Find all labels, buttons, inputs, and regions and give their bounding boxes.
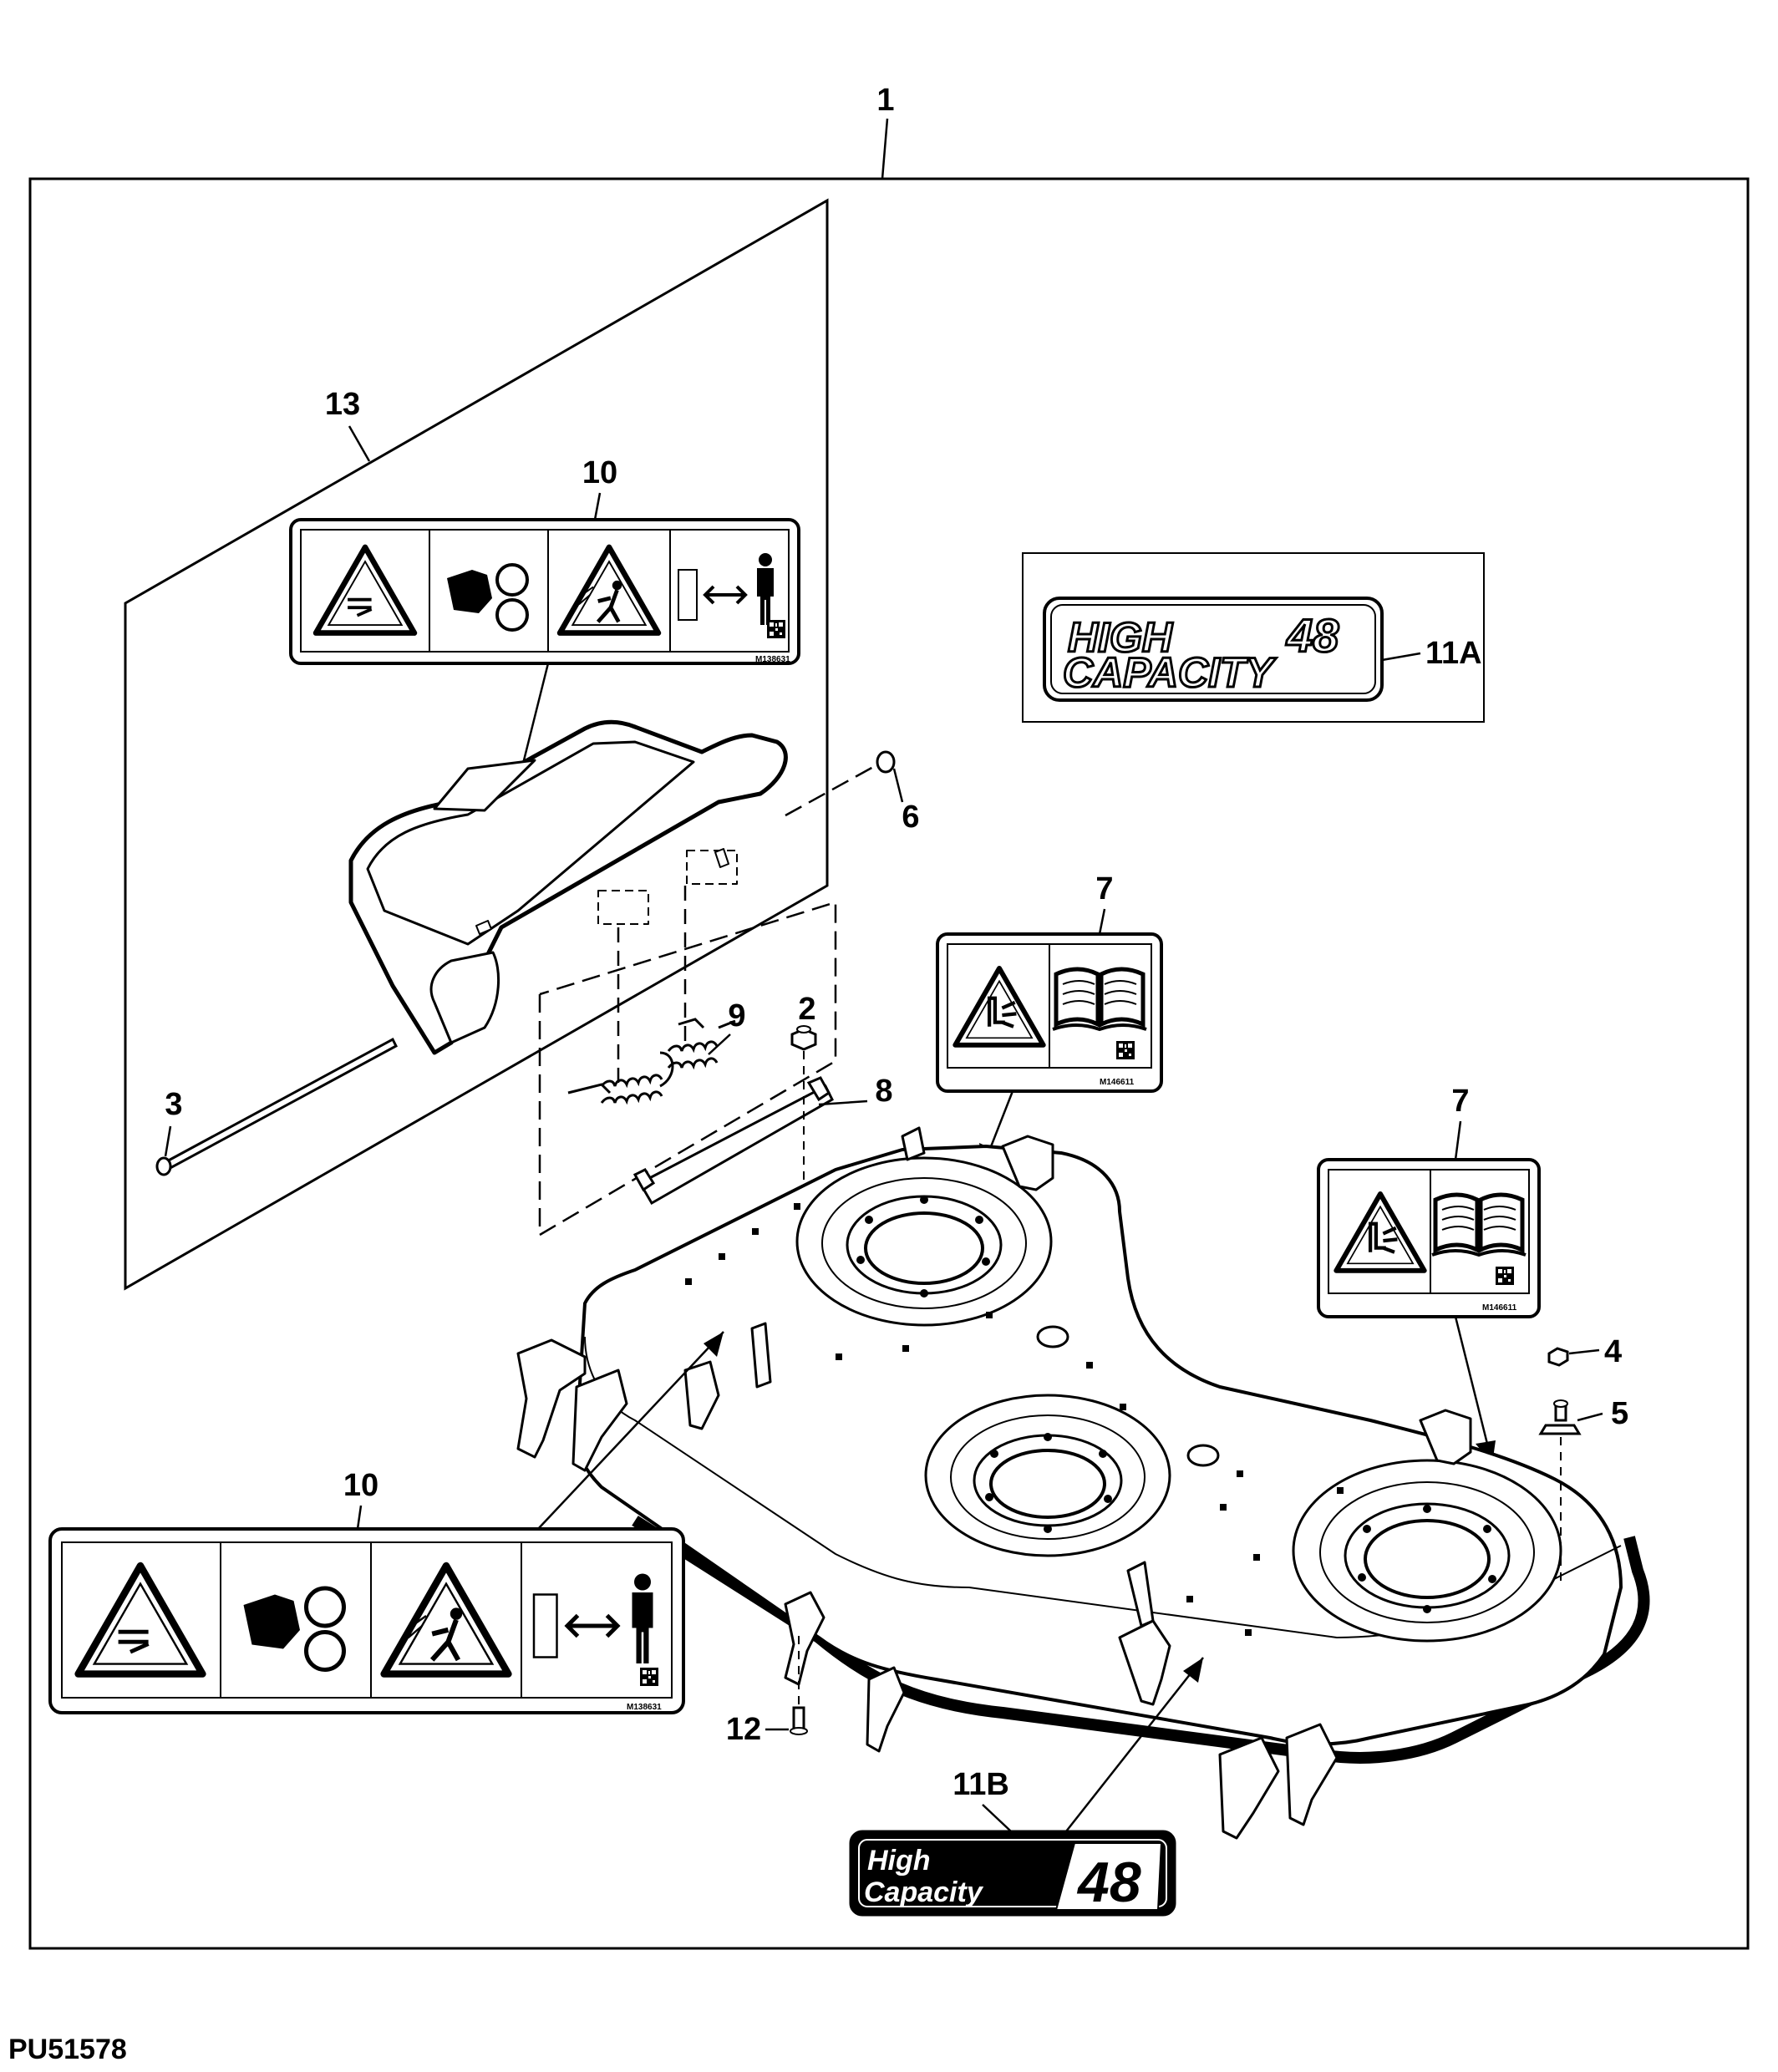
callout-2: 2: [798, 992, 815, 1027]
decal-11b: High Capacity 48: [849, 1830, 1176, 1917]
safety-decal-10-upper: M138631: [289, 518, 800, 665]
thrown-object-warning-icon: [560, 547, 658, 633]
decal-11a-line2: CAPACITY: [1063, 649, 1278, 696]
operator-manual-book-icon: [1052, 967, 1147, 1032]
decal-11a: HIGH 48 CAPACITY: [1043, 597, 1384, 702]
decal-11b-number: 48: [1076, 1851, 1141, 1914]
decal-11b-line2: Capacity: [864, 1876, 984, 1908]
callout-8: 8: [875, 1074, 892, 1109]
decal-11a-line1: HIGH: [1068, 614, 1173, 661]
blade-cut-warning-icon: [1336, 1194, 1424, 1271]
callout-10-lower: 10: [343, 1468, 378, 1503]
operator-manual-book-icon: [1431, 1192, 1527, 1257]
deck-brackets: [516, 1126, 1472, 1840]
callout-5: 5: [1611, 1396, 1628, 1431]
spring-bracket: [632, 1076, 834, 1206]
thrown-object-warning-icon: [384, 1566, 509, 1674]
decal-code-upper: M138631: [755, 655, 790, 664]
blade-cut-warning-icon: [955, 968, 1043, 1045]
figure-id: PU51578: [8, 2034, 127, 2065]
hand-entanglement-icon: [243, 1586, 346, 1672]
warning-triangle-icon: [316, 547, 414, 633]
callout-11b: 11B: [952, 1767, 1009, 1802]
hand-entanglement-icon: [447, 563, 529, 632]
blade-housing-center: [924, 1394, 1171, 1557]
pivot-bushing-5: [1538, 1399, 1582, 1435]
callout-11a: 11A: [1425, 636, 1482, 671]
hinge-clip: [876, 750, 896, 774]
callout-3: 3: [165, 1087, 182, 1122]
keep-distance-person-icon: [678, 553, 774, 625]
mower-deck: [575, 1145, 1650, 1764]
warning-triangle-icon: [79, 1566, 203, 1674]
spring-dashed-outline: [538, 901, 837, 1237]
hex-nut-4: [1547, 1347, 1569, 1367]
safety-decal-7-left: M146611: [936, 932, 1163, 1093]
kit-13-panel: [124, 198, 829, 1291]
torsion-springs: [567, 1018, 736, 1105]
bolt-12: [790, 1706, 808, 1735]
decal-code-7-right: M146611: [1482, 1303, 1517, 1313]
flange-nut: [790, 1025, 817, 1051]
callout-4: 4: [1604, 1334, 1622, 1369]
safety-decal-10-lower: M138631: [48, 1527, 685, 1714]
callout-7-left: 7: [1095, 871, 1113, 906]
callout-6: 6: [902, 800, 919, 835]
hinge-rod: [155, 1037, 398, 1176]
decal-11a-frame: [1022, 552, 1485, 723]
decal-11b-line1: High: [867, 1845, 931, 1876]
grass-chute: [348, 719, 788, 1055]
keep-distance-person-icon: [532, 1573, 653, 1663]
callout-13: 13: [325, 387, 360, 422]
main-frame: [28, 177, 1750, 1950]
decal-code-7-left: M146611: [1100, 1078, 1135, 1087]
decal-11a-number: 48: [1286, 609, 1339, 662]
callout-12: 12: [726, 1712, 761, 1747]
callout-10-upper: 10: [582, 455, 617, 490]
blade-housing-left: [795, 1156, 1053, 1327]
callout-1: 1: [876, 83, 894, 118]
safety-decal-7-right: M146611: [1317, 1158, 1541, 1318]
callout-9: 9: [728, 998, 745, 1033]
blade-housing-right: [1292, 1459, 1562, 1643]
decal-code-lower: M138631: [627, 1703, 662, 1712]
callout-7-right: 7: [1451, 1084, 1469, 1119]
